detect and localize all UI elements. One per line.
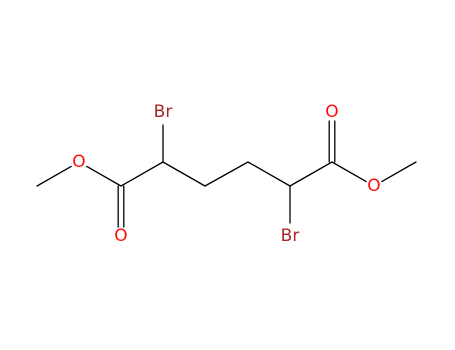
single-bond-c_alpha1-c_mid1: [162, 161, 206, 187]
atom-label-o_ester2: O: [367, 176, 380, 196]
single-bond-c_mid2-c_alpha2: [247, 161, 291, 187]
atom-label-o_keto2: O: [325, 102, 338, 122]
single-bond-me1-o_ester1: [36, 165, 72, 187]
atom-label-br2: Br: [281, 226, 300, 246]
single-bond-c_mid1-c_mid2: [204, 161, 249, 187]
single-bond-o_ester1-c_carbonyl1: [86, 165, 122, 187]
single-bond-c_alpha2-c_carbonyl2: [289, 161, 333, 187]
atom-label-o_keto1: O: [114, 226, 127, 246]
atom-label-br1: Br: [154, 102, 173, 122]
single-bond-c_carbonyl1-c_alpha1: [120, 161, 164, 187]
single-bond-o_ester2-me2: [381, 161, 417, 183]
single-bond-c_carbonyl2-o_ester2: [331, 161, 367, 183]
bond-layer: [36, 120, 417, 228]
atom-label-o_ester1: O: [72, 152, 85, 172]
